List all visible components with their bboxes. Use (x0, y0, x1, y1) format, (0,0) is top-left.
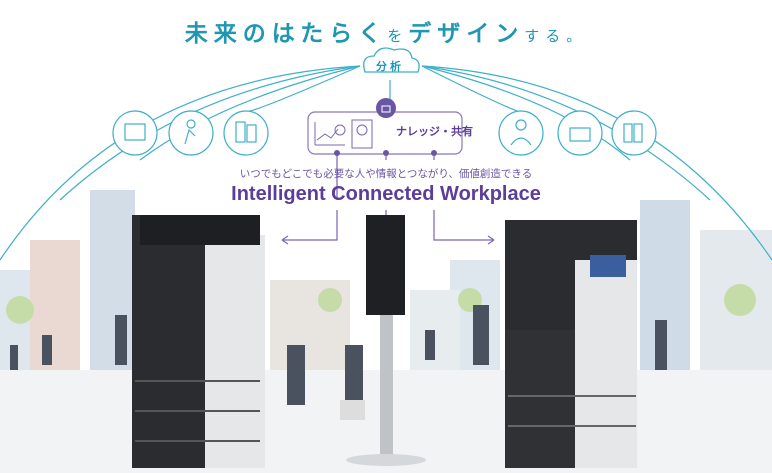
industry-icons (112, 110, 657, 156)
knowledge-sharing-label: ナレッジ・共有 (396, 125, 473, 138)
office-building-icon (223, 110, 269, 156)
subtitle: いつでもどこでも必要な人や情報とつながり、価値創造できる (239, 168, 533, 180)
analysis-label: 分析 (376, 60, 404, 73)
page-title: 未来のはたらくをデザインする。 (0, 14, 772, 48)
doctor-icon (498, 110, 544, 156)
title-particle: を (387, 27, 409, 45)
title-suffix: する。 (524, 27, 588, 45)
title-part-b: デザイン (408, 21, 525, 47)
right-printer (505, 220, 637, 468)
people (10, 305, 667, 420)
server (346, 215, 426, 466)
document-icon (351, 119, 373, 149)
headline: Intelligent Connected Workplace (231, 183, 541, 205)
analytics-chart-icon (314, 122, 346, 146)
title-part-a: 未来のはたらく (184, 21, 388, 47)
left-printer (132, 215, 265, 468)
cloud-shape (363, 47, 420, 73)
lock-icon (376, 98, 396, 118)
